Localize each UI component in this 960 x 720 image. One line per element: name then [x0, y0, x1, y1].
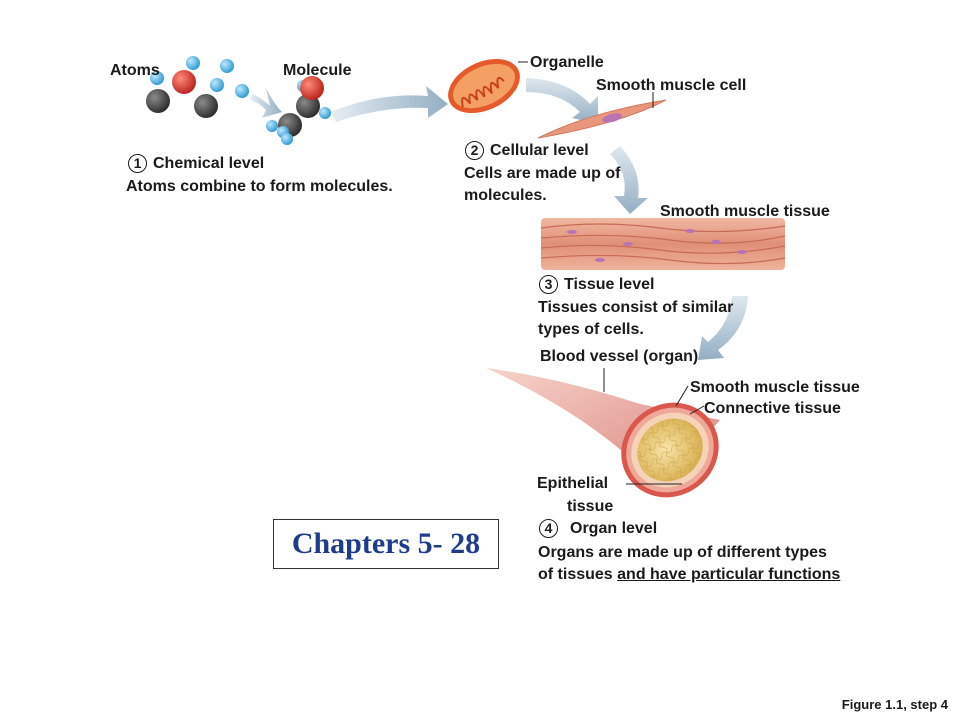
level-2-desc-line: molecules. — [464, 186, 547, 204]
level-4-desc-plain: of tissues — [538, 565, 618, 583]
level-4-desc-line: Organs are made up of different types — [538, 544, 827, 561]
level-4-number: 4 — [539, 519, 558, 538]
arrow-cell-to-tissue — [610, 146, 648, 214]
label-molecule: Molecule — [283, 62, 352, 79]
label-blood-vessel: Blood vessel (organ) — [540, 348, 699, 365]
level-4-title: Organ level — [570, 519, 658, 537]
organelle-illustration — [448, 58, 520, 114]
label-organelle: Organelle — [530, 54, 604, 71]
level-2-description: Cells are made up of molecules. — [464, 163, 621, 206]
level-4-heading: 4 Organ level — [539, 519, 657, 538]
label-atoms: Atoms — [110, 62, 160, 79]
level-1-desc-line: Atoms combine to form molecules. — [126, 178, 393, 195]
arrow-atoms-to-molecule — [250, 88, 282, 118]
label-smooth-muscle-tissue: Smooth muscle tissue — [660, 203, 830, 220]
arrow-tissue-to-organ — [698, 296, 748, 360]
level-3-description: Tissues consist of similar types of cell… — [538, 297, 733, 340]
level-1-number: 1 — [128, 154, 147, 173]
level-3-desc-line: Tissues consist of similar — [538, 299, 734, 316]
organ-leaders — [603, 368, 705, 485]
level-1-heading: 1 Chemical level — [128, 154, 264, 173]
level-3-number: 3 — [539, 275, 558, 294]
label-smooth-muscle-cell: Smooth muscle cell — [596, 77, 747, 94]
level-4-desc-line: of tissues and have particular functions — [538, 564, 840, 586]
level-2-heading: 2 Cellular level — [465, 141, 589, 160]
label-epithelial-tissue: tissue — [567, 498, 614, 515]
label-connective-tissue: Connective tissue — [704, 400, 841, 417]
level-4-desc-underlined: and have particular functions — [617, 565, 841, 583]
level-1-description: Atoms combine to form molecules. — [126, 176, 393, 198]
level-2-number: 2 — [465, 141, 484, 160]
smooth-muscle-tissue-illustration — [540, 218, 786, 270]
level-3-title: Tissue level — [564, 275, 655, 293]
label-epithelial: Epithelial — [537, 475, 609, 492]
level-3-desc-line: types of cells. — [538, 320, 644, 338]
atoms-illustration — [146, 56, 249, 118]
molecule-illustration — [266, 76, 331, 145]
level-4-description: Organs are made up of different types of… — [538, 542, 840, 585]
level-3-heading: 3 Tissue level — [539, 275, 654, 294]
smooth-muscle-cell-illustration — [537, 99, 667, 139]
figure-caption: Figure 1.1, step 4 — [841, 697, 948, 712]
chapters-callout: Chapters 5- 28 — [273, 519, 499, 569]
level-2-desc-line: Cells are made up of — [464, 165, 621, 182]
arrow-molecule-to-organelle — [330, 86, 448, 122]
arrow-organelle-to-cell — [526, 78, 598, 124]
blood-vessel-illustration — [486, 368, 720, 498]
level-1-title: Chemical level — [153, 154, 265, 172]
level-2-title: Cellular level — [490, 141, 589, 159]
label-smooth-muscle-tissue-2: Smooth muscle tissue — [690, 379, 860, 396]
